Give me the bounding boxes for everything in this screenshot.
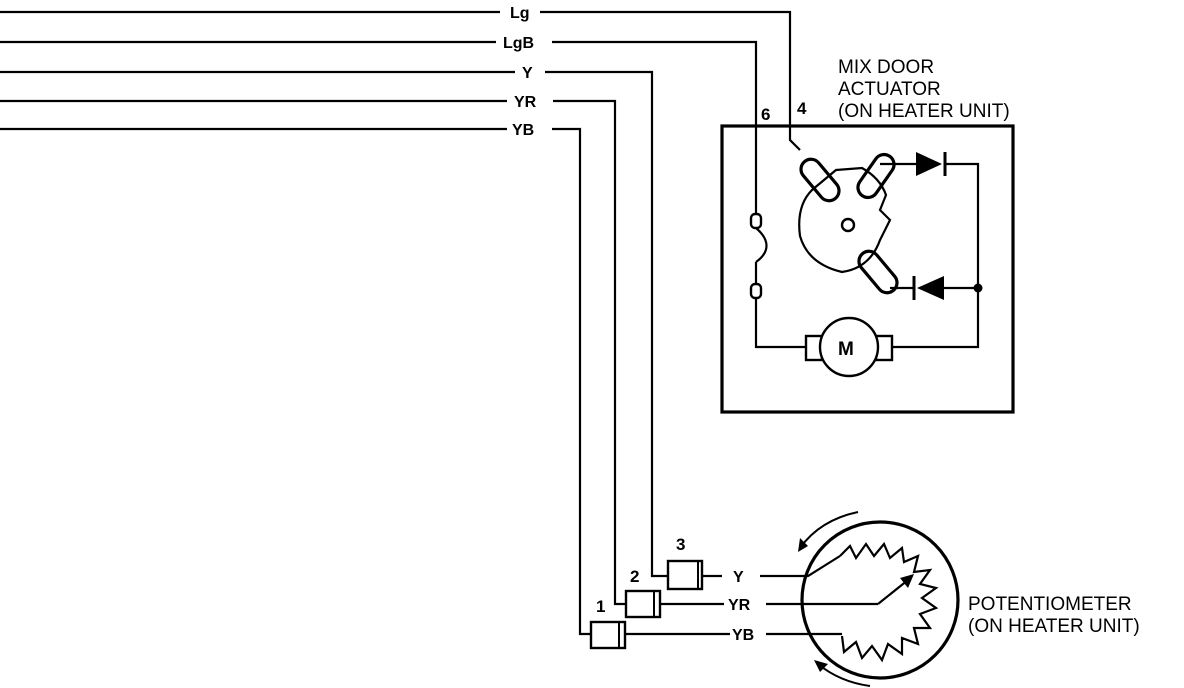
potentiometer-body xyxy=(800,520,960,680)
fuse-top-terminal xyxy=(749,212,763,230)
harness-wires: Lg LgB Y YR YB xyxy=(0,5,801,636)
actuator-pin-6: 6 xyxy=(761,105,770,124)
connectors: 1 2 3 xyxy=(589,535,704,650)
motor-label: M xyxy=(838,339,854,360)
connector-label-2: 2 xyxy=(630,567,639,586)
wire-label-y: Y xyxy=(522,65,533,82)
potentiometer-title-line1: POTENTIOMETER xyxy=(968,594,1132,615)
pot-wire-label-y: Y xyxy=(733,569,744,586)
connector-label-1: 1 xyxy=(596,597,605,616)
switch-contact-b xyxy=(856,152,896,200)
wire-y-cont xyxy=(545,70,668,578)
wire-label-lg: Lg xyxy=(510,5,530,22)
wire-yb-cont xyxy=(552,127,591,636)
connector-3 xyxy=(666,559,704,591)
wire-label-yr: YR xyxy=(514,94,537,111)
wire-label-yb: YB xyxy=(512,122,534,139)
switch-contact-a xyxy=(799,157,841,203)
wiper-shaft xyxy=(877,579,909,605)
fuse-element xyxy=(755,227,768,263)
resistor-zigzag-icon xyxy=(839,541,939,663)
actuator-pin-4: 4 xyxy=(797,99,807,118)
mix-door-actuator: MIX DOOR ACTUATOR (ON HEATER UNIT) 6 4 xyxy=(720,57,1015,414)
motor-icon xyxy=(818,316,880,378)
switch-contact-c xyxy=(857,249,899,295)
pot-wire-y-out xyxy=(760,555,841,578)
wire-yr-cont xyxy=(553,99,626,606)
pot-wire-label-yb: YB xyxy=(732,627,754,644)
connector-label-3: 3 xyxy=(676,535,685,554)
actuator-housing xyxy=(720,124,1015,414)
wiper-arrow-icon xyxy=(900,574,914,588)
pot-wire-label-yr: YR xyxy=(728,597,751,614)
fuse-bottom-terminal xyxy=(749,282,763,300)
potentiometer-title-line2: (ON HEATER UNIT) xyxy=(968,616,1140,637)
fuse-to-motor xyxy=(754,298,806,349)
rotation-arrowhead-bottom xyxy=(814,660,828,672)
diode-bottom-icon xyxy=(917,276,944,300)
actuator-title-line2: ACTUATOR xyxy=(838,79,941,100)
diode-top-lead-right xyxy=(945,162,980,288)
actuator-title-line3: (ON HEATER UNIT) xyxy=(838,101,1010,122)
junction-to-motor xyxy=(892,288,980,349)
wire-lg-cont xyxy=(540,10,801,151)
diode-top-icon xyxy=(916,152,942,176)
potentiometer: Y YR YB POTENTIOMETER (ON HEATER UNIT) xyxy=(625,511,1140,687)
wire-label-lgb: LgB xyxy=(503,35,534,52)
actuator-title-line1: MIX DOOR xyxy=(838,57,934,78)
wire-lgb-cont xyxy=(552,40,758,214)
rotation-arrowhead-top xyxy=(798,538,808,552)
limit-switch-pivot xyxy=(840,217,856,233)
